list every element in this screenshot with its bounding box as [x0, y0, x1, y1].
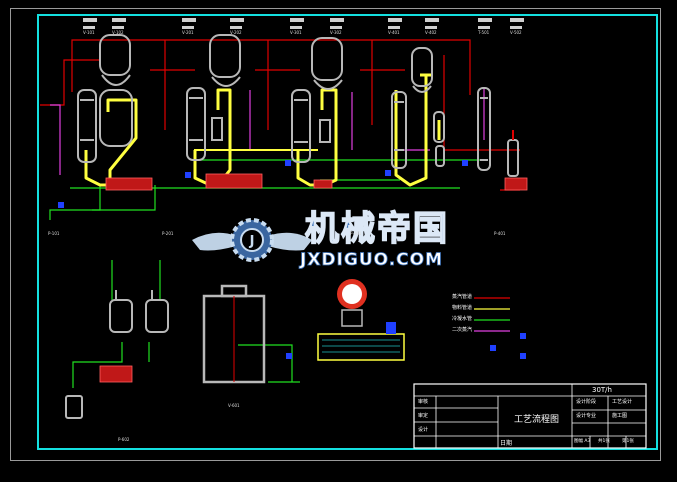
control-valves — [58, 160, 526, 359]
watermark-brand-en: JXDIGUO.COM — [300, 250, 444, 270]
equipment-tag: V-302 — [330, 30, 342, 35]
title-bottom-cell: 第1张 — [622, 439, 634, 444]
evaporator-effect-2 — [186, 34, 241, 161]
title-right-cell: 工艺设计 — [612, 399, 633, 405]
equipment-tag: V-401 — [388, 30, 400, 35]
equipment-tag: P-401 — [494, 231, 506, 236]
title-bottom-cell: 图幅 A3 — [574, 439, 591, 444]
title-right-cell: 设计阶段 — [576, 399, 597, 405]
title-capacity: 30T/h — [592, 386, 612, 394]
title-block — [413, 383, 647, 449]
storage-tank — [202, 284, 266, 384]
equipment-tag: V-202 — [230, 30, 242, 35]
drawing-outer-border — [10, 8, 661, 461]
equipment-tag: V-101 — [83, 30, 95, 35]
title-right-cell: 施工图 — [612, 413, 628, 419]
equipment-tag: V-301 — [290, 30, 302, 35]
material-lines — [84, 73, 441, 187]
title-drawing-name: 工艺流程图 — [514, 415, 560, 425]
title-left-row: 设计 — [418, 427, 429, 433]
equipment-tag: P-101 — [48, 231, 60, 236]
title-bottom-cell: 共1张 — [598, 439, 610, 444]
condenser-column — [477, 87, 519, 177]
legend-label: 蒸汽管道 — [452, 294, 473, 300]
equipment-tag: P-602 — [118, 437, 130, 442]
equipment-tag: V-201 — [182, 30, 194, 35]
transfer-pumps — [99, 173, 528, 383]
equipment-tag: P-201 — [162, 231, 174, 236]
equipment-tag: V-402 — [425, 30, 437, 35]
gear-wings-logo-icon: J — [192, 218, 312, 262]
svg-text:J: J — [249, 234, 255, 249]
evaporator-effect-1 — [77, 34, 133, 163]
evaporator-effect-4 — [391, 47, 445, 169]
equipment-tag: T-501 — [478, 30, 490, 35]
legend-label: 二次蒸汽 — [452, 327, 473, 333]
legend-label: 冷凝水管 — [452, 316, 473, 322]
secondary-vapor-lines — [50, 88, 485, 175]
legend-label: 物料管道 — [452, 305, 473, 311]
title-left-row: 审核 — [418, 399, 429, 405]
equipment-tag: V-601 — [228, 403, 240, 408]
instrument-tags-top — [83, 18, 524, 29]
title-right-cell: 设计专业 — [576, 413, 597, 419]
drawing-inner-border — [37, 14, 658, 450]
equipment-tag: P-301 — [350, 231, 362, 236]
title-date-label: 日期 — [500, 440, 513, 447]
seeding-tanks — [65, 290, 169, 419]
evaporator-effect-3 — [291, 37, 343, 163]
equipment-tag: V-102 — [112, 30, 124, 35]
title-left-row: 审定 — [418, 413, 429, 419]
equipment-tag: V-502 — [510, 30, 522, 35]
watermark-brand-cn: 机械帝国 — [304, 209, 449, 249]
line-legend — [474, 297, 510, 332]
cooling-tower — [317, 279, 405, 361]
